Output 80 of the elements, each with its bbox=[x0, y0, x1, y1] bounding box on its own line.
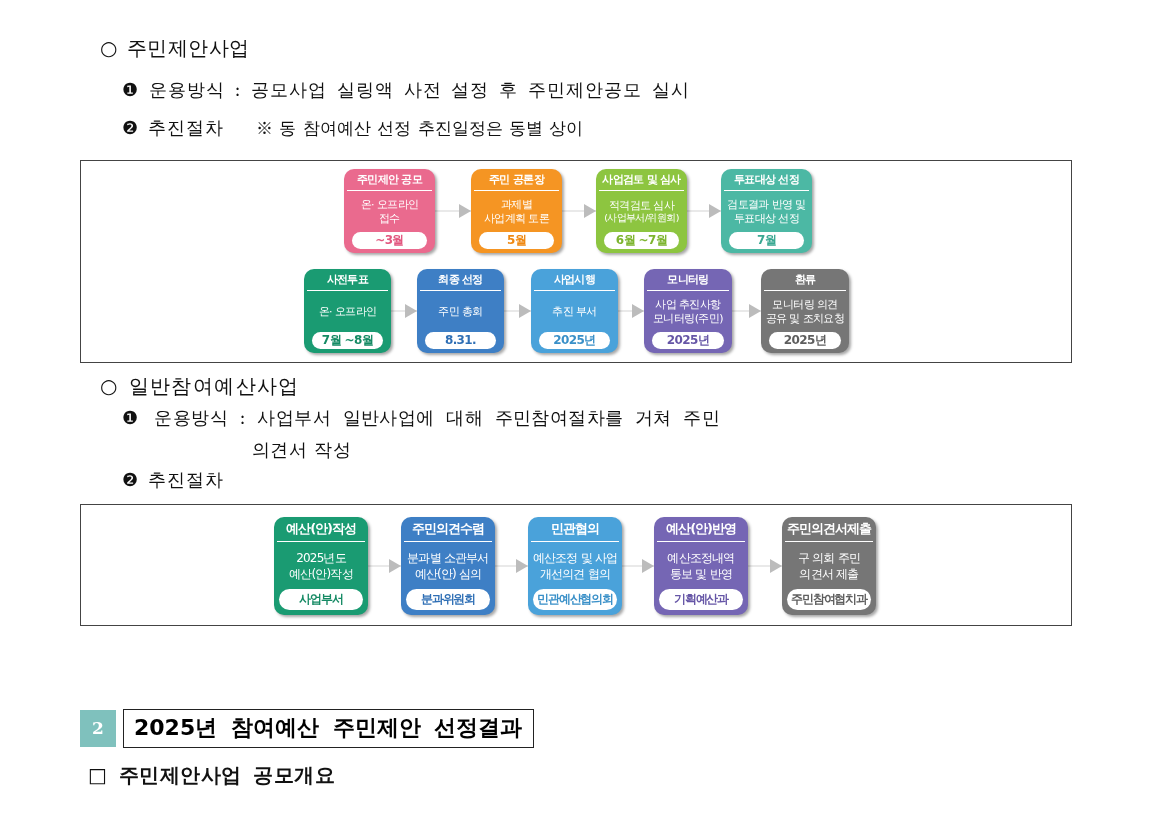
process-card bbox=[721, 169, 812, 253]
process-card bbox=[304, 269, 391, 353]
arrow bbox=[686, 204, 722, 218]
card-text: 과제별 사업계획 토론 bbox=[482, 198, 551, 225]
date-tag: 5월 bbox=[479, 232, 554, 249]
department-tag: 주민참여협치과 bbox=[787, 589, 871, 610]
arrow bbox=[621, 559, 655, 573]
note-text: ※ 동 참여예산 선정 추진일정은 동별 상이 bbox=[256, 117, 584, 139]
card-text: 구 의회 주민 의견서 제출 bbox=[797, 549, 861, 582]
card-text: 온· 오프라인 접수 bbox=[359, 198, 420, 225]
arrow bbox=[434, 204, 472, 218]
date-tag: 6월 ~7월 bbox=[604, 232, 679, 249]
card-heading: 예산(안)반영 bbox=[657, 517, 745, 542]
process-card bbox=[644, 269, 732, 353]
card-subtext: (사업부서/위원회) bbox=[603, 212, 680, 225]
process-card bbox=[531, 269, 618, 353]
card-text: 검토결과 반영 및 투표대상 선정 bbox=[726, 198, 807, 225]
department-tag: 기획예산과 bbox=[659, 589, 743, 610]
department-tag: 사업부서 bbox=[279, 589, 363, 610]
department-tag: 민관예산협의회 bbox=[533, 589, 617, 610]
arrow bbox=[390, 304, 418, 318]
process-card bbox=[417, 269, 504, 353]
card-text: 2025년도 예산(안)작성 bbox=[288, 549, 354, 582]
card-text: 적격검토 심사 bbox=[607, 198, 676, 212]
process-card bbox=[274, 517, 368, 615]
date-tag: 7월 ~8월 bbox=[312, 332, 383, 349]
section-title: 2025년 참여예산 주민제안 선정결과 bbox=[123, 709, 534, 748]
process-card bbox=[782, 517, 876, 615]
list-item: ❶ 운용방식 : 사업부서 일반사업에 대해 주민참여절차를 거쳐 주민 의견서 작성 bbox=[122, 406, 720, 462]
process-card bbox=[344, 169, 435, 253]
card-text: 예산조정 및 사업 개선의견 협의 bbox=[531, 549, 619, 582]
card-heading: 주민제안 공모 bbox=[347, 169, 432, 191]
card-heading: 사업검토 및 심사 bbox=[599, 169, 684, 191]
date-tag: ~3월 bbox=[352, 232, 427, 249]
card-text: 사업 추진사항 모니터링(주민) bbox=[652, 298, 724, 325]
card-text: 주민 총회 bbox=[437, 304, 484, 319]
card-text: 예산조정내역 통보 및 반영 bbox=[666, 549, 736, 582]
arrow bbox=[367, 559, 402, 573]
arrow bbox=[747, 559, 783, 573]
list-item: ❷ 추진절차 bbox=[122, 469, 224, 491]
card-heading: 주민의견수렴 bbox=[404, 517, 492, 542]
card-heading: 민관협의 bbox=[531, 517, 619, 542]
card-text: 분과별 소관부서 예산(안) 심의 bbox=[406, 549, 490, 582]
list-item: ❷ 추진절차 bbox=[122, 117, 224, 139]
card-heading: 투표대상 선정 bbox=[724, 169, 809, 191]
card-heading: 예산(안)작성 bbox=[277, 517, 365, 542]
card-heading: 사전투표 bbox=[307, 269, 388, 291]
arrow bbox=[494, 559, 529, 573]
date-tag: 2025년 bbox=[769, 332, 841, 349]
card-text: 추진 부서 bbox=[551, 304, 598, 319]
section-heading: ○ 주민제안사업 bbox=[100, 36, 250, 60]
list-item: ❶ 운용방식 : 공모사업 실링액 사전 설정 후 주민제안공모 실시 bbox=[122, 79, 690, 101]
card-heading: 주민 공론장 bbox=[474, 169, 559, 191]
arrow bbox=[617, 304, 645, 318]
date-tag: 2025년 bbox=[539, 332, 610, 349]
date-tag: 8.31. bbox=[425, 332, 496, 349]
arrow bbox=[561, 204, 597, 218]
process-card bbox=[401, 517, 495, 615]
card-heading: 최종 선정 bbox=[420, 269, 501, 291]
process-frame bbox=[80, 504, 1072, 626]
card-heading: 주민의견서제출 bbox=[785, 517, 873, 542]
card-heading: 환류 bbox=[764, 269, 846, 291]
section-number: 2 bbox=[80, 710, 116, 747]
process-card bbox=[761, 269, 849, 353]
process-frame bbox=[80, 160, 1072, 363]
date-tag: 2025년 bbox=[652, 332, 724, 349]
process-card bbox=[471, 169, 562, 253]
process-card bbox=[654, 517, 748, 615]
card-heading: 사업시행 bbox=[534, 269, 615, 291]
department-tag: 분과위원회 bbox=[406, 589, 490, 610]
card-heading: 모니터링 bbox=[647, 269, 729, 291]
arrow bbox=[731, 304, 762, 318]
date-tag: 7월 bbox=[729, 232, 804, 249]
arrow bbox=[503, 304, 532, 318]
process-card bbox=[528, 517, 622, 615]
section-heading: ○ 일반참여예산사업 bbox=[100, 374, 300, 398]
subsection-heading: □ 주민제안사업 공모개요 bbox=[88, 763, 336, 787]
card-text: 온· 오프라인 bbox=[317, 304, 378, 319]
process-card bbox=[596, 169, 687, 253]
card-text: 모니터링 의견 공유 및 조치요청 bbox=[764, 298, 846, 325]
